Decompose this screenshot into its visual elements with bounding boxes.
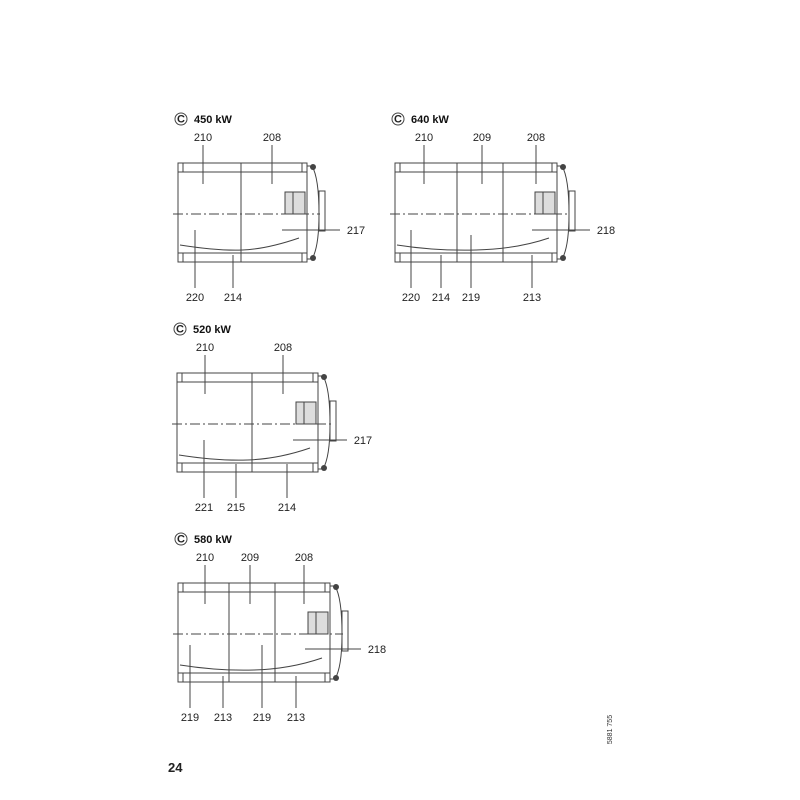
page-number: 24 (168, 760, 183, 775)
boiler-body (394, 162, 558, 263)
copyright-circle-icon (173, 322, 187, 336)
part-label-top: 210 (415, 132, 433, 144)
hinge-icon (560, 164, 566, 170)
part-label-side: 217 (347, 225, 365, 237)
hinge-icon (321, 374, 327, 380)
part-label-top: 209 (241, 552, 259, 564)
burner-connection (534, 191, 556, 215)
part-label-top: 209 (473, 132, 491, 144)
burner-flange (568, 190, 576, 232)
hinge-icon (310, 255, 316, 261)
part-label-bottom: 219 (253, 712, 271, 724)
part-label-bottom: 221 (195, 502, 213, 514)
diagram-520kw: C 520 kW 210 208 221 215 214 217 (172, 322, 372, 514)
water-line (396, 237, 550, 251)
burner-connection (295, 401, 317, 425)
boiler-door (330, 585, 343, 680)
symbol-letter: C (177, 114, 185, 126)
boiler-door (557, 165, 570, 260)
symbol-letter: C (177, 534, 185, 546)
copyright-circle-icon (174, 532, 188, 546)
boiler-body (177, 582, 331, 683)
boiler-door (318, 375, 331, 470)
water-line (178, 447, 311, 461)
part-label-bottom: 213 (214, 712, 232, 724)
copyright-circle-icon (391, 112, 405, 126)
boiler-body (177, 162, 308, 263)
part-label-top: 210 (196, 342, 214, 354)
hinge-icon (321, 465, 327, 471)
part-label-top: 208 (295, 552, 313, 564)
part-label-bottom: 219 (462, 292, 480, 304)
diagram-title: 450 kW (194, 114, 233, 126)
hinge-icon (310, 164, 316, 170)
hinge-icon (333, 675, 339, 681)
hinge-icon (333, 584, 339, 590)
part-label-side: 217 (354, 435, 372, 447)
symbol-letter: C (176, 324, 184, 336)
part-label-side: 218 (597, 225, 615, 237)
diagram-title: 520 kW (193, 324, 232, 336)
burner-flange (318, 190, 326, 232)
diagram-580kw: C 580 kW 210 209 208 219 213 219 213 218 (173, 532, 386, 724)
boiler-door (307, 165, 320, 260)
boiler-body (176, 372, 319, 473)
diagram-640kw: C 640 kW 210 209 208 220 214 219 213 218 (390, 112, 615, 304)
part-label-side: 218 (368, 644, 386, 656)
burner-connection (307, 611, 329, 635)
part-label-top: 210 (194, 132, 212, 144)
part-label-bottom: 219 (181, 712, 199, 724)
diagram-title: 640 kW (411, 114, 450, 126)
copyright-circle-icon (174, 112, 188, 126)
burner-flange (341, 610, 349, 652)
part-label-top: 210 (196, 552, 214, 564)
hinge-icon (560, 255, 566, 261)
diagram-title: 580 kW (194, 534, 233, 546)
part-label-bottom: 213 (523, 292, 541, 304)
part-label-bottom: 213 (287, 712, 305, 724)
part-label-top: 208 (527, 132, 545, 144)
diagram-450kw: C 450 kW 210 208 220 214 217 (173, 112, 365, 304)
part-label-bottom: 214 (224, 292, 242, 304)
water-line (179, 657, 323, 671)
part-label-bottom: 220 (402, 292, 420, 304)
drawing-code: 5881 755 (607, 714, 615, 745)
part-label-bottom: 215 (227, 502, 245, 514)
part-label-top: 208 (263, 132, 281, 144)
water-line (179, 237, 300, 251)
symbol-letter: C (394, 114, 402, 126)
part-label-top: 208 (274, 342, 292, 354)
part-label-bottom: 214 (432, 292, 450, 304)
burner-connection (284, 191, 306, 215)
part-label-bottom: 214 (278, 502, 296, 514)
part-label-bottom: 220 (186, 292, 204, 304)
burner-flange (329, 400, 337, 442)
